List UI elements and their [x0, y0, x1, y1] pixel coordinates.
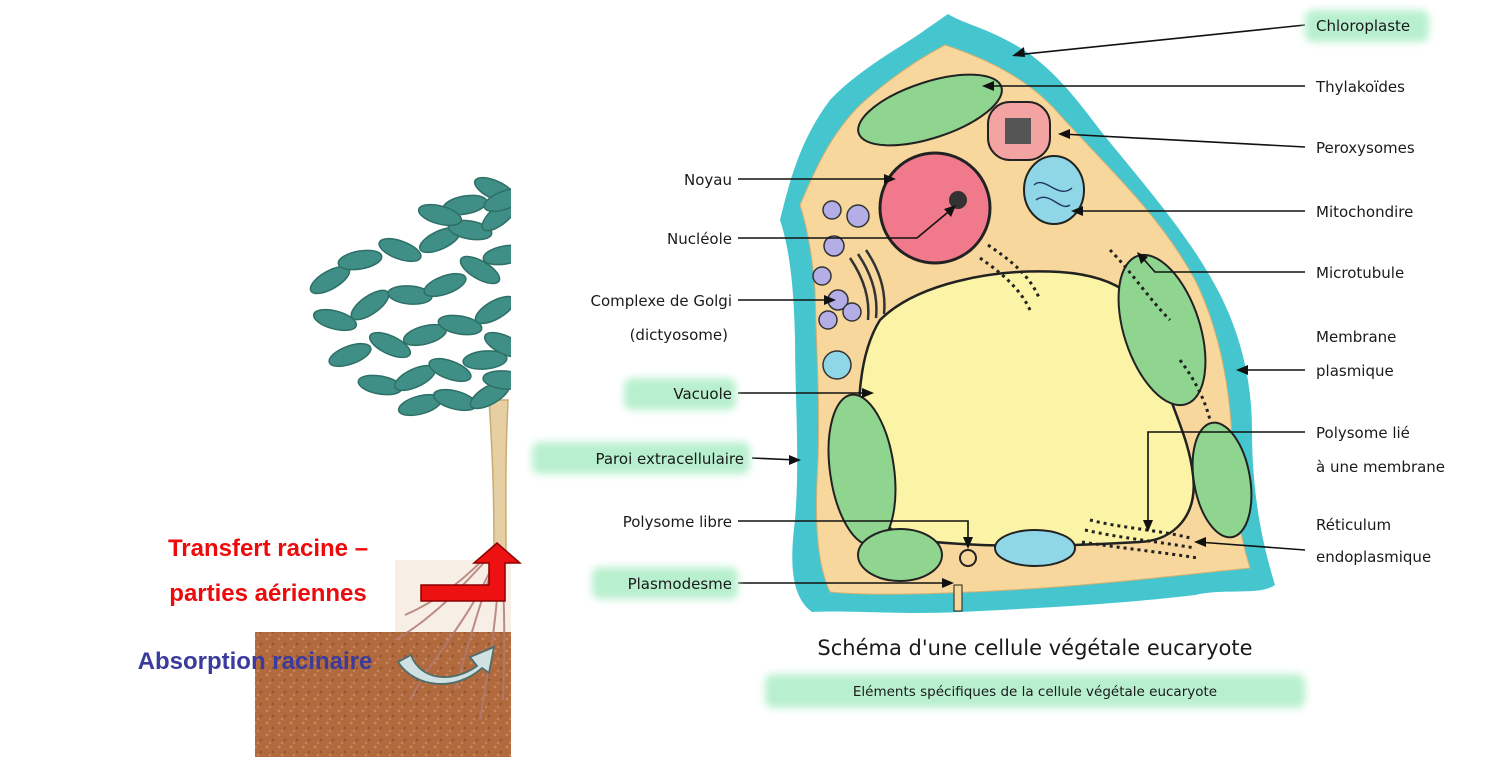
label-membrane-line2: plasmique — [1316, 362, 1394, 380]
label-reticulum-line1: Réticulum — [1316, 516, 1391, 534]
transfer-label-line2: parties aériennes — [169, 580, 366, 607]
nucleolus — [949, 191, 967, 209]
diagram-caption: Schéma d'une cellule végétale eucaryote — [817, 636, 1252, 660]
leaf — [326, 339, 374, 371]
leaf — [366, 328, 413, 363]
small-vacuole — [823, 351, 851, 379]
peroxysome-core — [1005, 118, 1031, 144]
label-polysome-lie-line2: à une membrane — [1316, 458, 1445, 476]
label-paroi: Paroi extracellulaire — [595, 450, 744, 468]
leaf — [337, 247, 383, 272]
label-plasmodesme: Plasmodesme — [628, 575, 732, 593]
leaf — [347, 285, 393, 325]
label-noyau: Noyau — [684, 171, 732, 189]
label-reticulum-line2: endoplasmique — [1316, 548, 1431, 566]
leaf — [376, 234, 424, 266]
label-polysome-libre: Polysome libre — [623, 513, 732, 531]
label-thylakoides: Thylakoïdes — [1315, 78, 1405, 96]
label-polysome-lie-line1: Polysome lié — [1316, 424, 1410, 442]
nucleus — [880, 153, 990, 263]
label-membrane-line1: Membrane — [1316, 328, 1396, 346]
absorption-label: Absorption racinaire — [138, 648, 373, 675]
label-peroxysomes: Peroxysomes — [1316, 139, 1415, 157]
plasmodesma — [954, 585, 962, 611]
plant-cell — [780, 14, 1275, 613]
label-microtubule: Microtubule — [1316, 264, 1404, 282]
label-vacuole: Vacuole — [673, 385, 732, 403]
plant-stem — [489, 400, 508, 555]
legend-specific-elements: Eléments spécifiques de la cellule végét… — [853, 684, 1217, 700]
crop-edge — [511, 150, 551, 430]
label-golgi-line1: Complexe de Golgi — [590, 292, 732, 310]
transfer-label-line1: Transfert racine – — [168, 535, 368, 562]
mitochondrion — [1024, 156, 1084, 224]
chloroplast-bottom-left — [858, 529, 942, 581]
label-mitochondrie: Mitochondire — [1316, 203, 1413, 221]
leaf-cluster — [306, 173, 528, 420]
leaf — [421, 269, 469, 301]
chloroplast-bottom — [995, 530, 1075, 566]
label-nucleole: Nucléole — [667, 230, 732, 248]
leaf — [311, 306, 358, 335]
label-chloroplaste: Chloroplaste — [1316, 17, 1410, 35]
label-golgi-line2: (dictyosome) — [630, 326, 728, 344]
